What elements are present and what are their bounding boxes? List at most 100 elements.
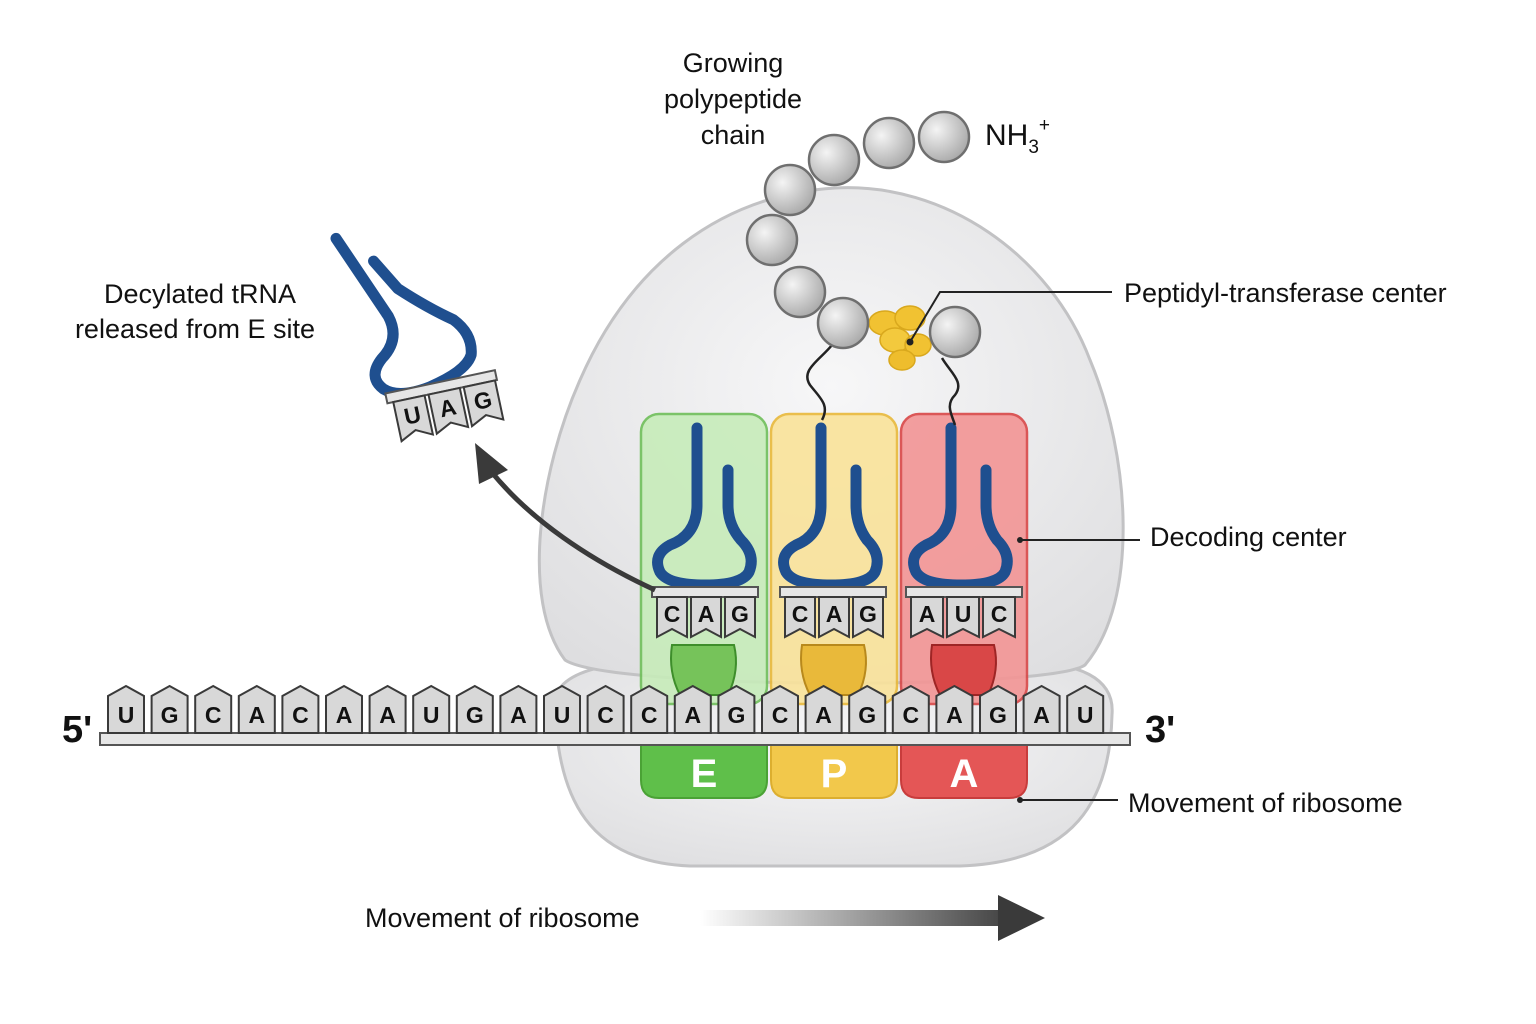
anticodon-base-letter: A [698,601,715,627]
mrna-base: C [586,684,625,734]
mrna-base-letter: U [1077,702,1094,728]
anticodon-base: G [462,379,505,429]
a-site-letter: A [950,752,979,796]
mrna-base: C [194,684,233,734]
polypeptide-beads [745,110,982,359]
anticodon-base-letter: G [471,386,494,415]
amino-acid-bead [816,296,870,350]
amino-acid-bead [773,265,827,319]
mrna-base: C [761,684,799,734]
mrna-base-letter: U [554,702,571,728]
e-site-anticodon-bar [651,586,759,598]
peptidyl-leader [909,291,1112,343]
movement-bottom-label: Movement of ribosome [365,903,640,933]
anticodon-base-letter: G [859,601,877,627]
mrna-base-letter: C [772,702,789,728]
three-prime-label: 3' [1145,709,1175,751]
mrna-base-letter: A [946,702,963,728]
mrna-base: G [455,684,494,734]
mrna-base-letter: G [858,702,876,728]
mrna-base: A [935,684,974,734]
anticodon-base-letter: G [731,601,749,627]
anticodon-base: U [946,596,980,639]
nh3-subscript: 3 [1028,137,1039,158]
amino-acid-bead [807,133,861,187]
anticodon-base: U [392,394,435,443]
mrna-base: A [673,684,712,734]
mrna-base: U [543,684,581,734]
a-site-tab [900,744,1028,799]
amino-acid-bead [763,163,817,217]
anticodon-base-letter: C [991,601,1008,627]
p-site-anticodon-bar [779,586,887,598]
anticodon-base-letter: U [955,601,972,627]
p-site-pairing [800,644,867,696]
mrna-base: A [804,684,843,734]
p-site-tab [770,744,898,799]
e-site-trna [652,422,757,591]
amino-acid-bead [862,116,916,170]
mrna-base-letter: G [727,702,745,728]
anticodon-base: G [724,596,756,639]
mrna-base: A [499,684,538,734]
mrna-base-letter: C [641,702,658,728]
a-site-trna [908,422,1013,591]
mrna-base-letter: G [989,702,1007,728]
anticodon-base-letter: A [919,601,936,627]
mrna-base: A [368,684,407,734]
e-site-tab [640,744,768,799]
mrna-base-letter: C [902,702,919,728]
mrna-base: G [717,684,756,734]
anticodon-base: A [818,596,850,639]
decylated-label-line2: released from E site [75,314,315,344]
mrna-base-letter: G [466,702,484,728]
anticodon-base: G [852,596,884,639]
mrna-base-letter: C [597,702,614,728]
p-site-trna [778,422,883,591]
polypeptide-label-line3: chain [701,120,766,150]
polypeptide-label-line2: polypeptide [664,84,802,114]
mrna-base-letter: A [815,702,832,728]
exit-arrow-head [475,443,508,484]
anticodon-base: C [656,596,688,639]
exit-arrow [488,468,657,593]
mrna-base-letter: C [292,702,309,728]
movement-leader-dot [1017,797,1023,803]
amino-acid-bead [745,213,799,267]
mrna-base: C [891,684,930,734]
mrna-base-letter: C [205,702,222,728]
e-site-letter: E [691,752,718,796]
mrna-base: C [281,684,320,734]
anticodon-base-letter: C [792,601,809,627]
mrna-base: G [150,684,189,734]
mrna-base-letter: U [118,702,135,728]
mrna-base: A [237,684,276,734]
anticodon-base: A [690,596,722,639]
peptidyl-center-label: Peptidyl-transferase center [1124,278,1447,308]
mrna-base: U [1066,684,1105,734]
amino-acid-bead [928,305,982,359]
a-site-anticodon-bar [905,586,1023,598]
decoding-leader-dot [1017,537,1023,543]
e-site-pairing [670,644,737,696]
movement-arrow-shaft [700,910,1005,926]
amino-acid-bead [917,110,971,164]
mrna-base-letter: G [161,702,179,728]
mrna-base: A [1022,684,1061,734]
mrna-base: A [325,684,363,734]
mrna-base-letter: A [684,702,701,728]
anticodon-base-letter: A [826,601,843,627]
mrna-base-letter: A [510,702,527,728]
movement-right-label: Movement of ribosome [1128,788,1403,818]
decylated-label-line1: Decylated tRNA [104,279,296,309]
anticodon-base: A [427,386,470,436]
movement-arrow-head [998,895,1045,941]
site-tabs: E P A [640,744,1028,799]
mrna-base-letter: A [248,702,265,728]
mrna-base-letter: A [336,702,353,728]
a-site-pairing [930,644,997,696]
